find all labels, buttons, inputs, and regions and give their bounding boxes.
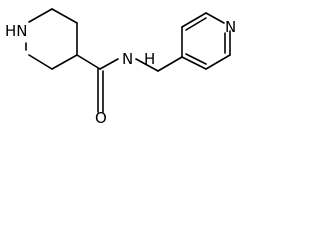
bond: [185, 17, 207, 31]
bond: [135, 58, 159, 72]
bond: [205, 54, 231, 70]
atom-label-amide-h: H: [144, 50, 155, 68]
bond: [76, 54, 101, 70]
atom-label-carbonyl-o: O: [95, 109, 107, 127]
atom-label-amide-n: N: [122, 50, 133, 68]
pyridine-ring: [181, 12, 231, 70]
bond: [157, 56, 183, 72]
bond: [99, 58, 119, 70]
bond: [51, 8, 78, 24]
bond: [181, 56, 207, 70]
atom-label-pyridine-n: N: [225, 18, 236, 36]
bond: [205, 12, 225, 24]
bond: [51, 54, 78, 70]
atom-label-piperidine-nh: HN: [5, 22, 28, 40]
bond: [185, 53, 207, 65]
bond: [28, 54, 53, 70]
chemical-structure: HN N H O N: [5, 8, 236, 127]
bond: [28, 8, 53, 23]
piperidine-ring: [25, 8, 78, 70]
bond: [181, 12, 207, 28]
amide-linker: [76, 54, 183, 113]
